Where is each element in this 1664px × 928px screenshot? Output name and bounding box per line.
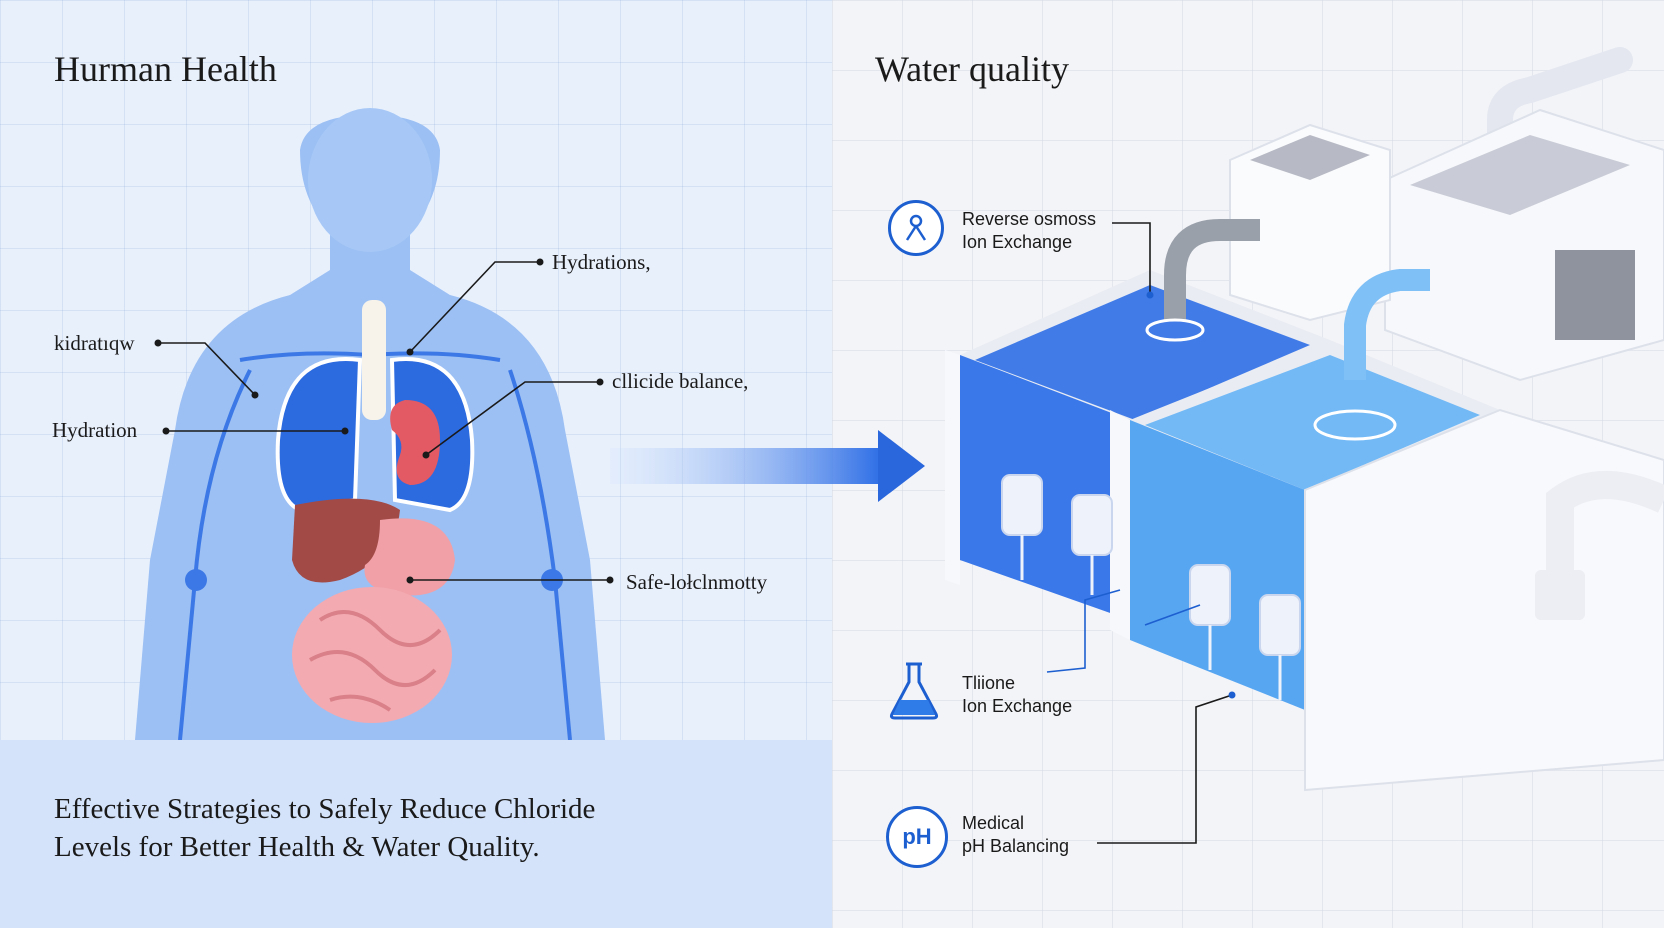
left-lung <box>275 357 363 513</box>
label-hydration: Hydration <box>52 418 138 442</box>
head <box>308 108 432 252</box>
item-reverse-osmosis: Reverse osmoss Ion Exchange <box>962 208 1096 254</box>
reverse-osmosis-icon <box>888 200 944 256</box>
flask-icon <box>886 660 942 727</box>
caption-line-2: Levels for Better Health & Water Quality… <box>54 831 540 863</box>
label-safe: Safe-lołclnmotty <box>626 570 768 594</box>
item-2-line-1: Tliione <box>962 673 1016 693</box>
kidney <box>390 400 440 485</box>
item-1-line-2: Ion Exchange <box>962 232 1073 252</box>
item-3-line-1: Medical <box>962 813 1025 833</box>
item-2-line-2: Ion Exchange <box>962 696 1073 716</box>
ph-icon-text: pH <box>902 824 932 849</box>
water-quality-title: Water quality <box>875 49 1070 89</box>
item-medical-ph: Medical pH Balancing <box>962 812 1069 858</box>
item-tliione: Tliione Ion Exchange <box>962 672 1072 718</box>
human-body-illustration <box>135 108 614 740</box>
label-hydrations: Hydrations, <box>552 250 651 274</box>
body-silhouette <box>135 115 605 740</box>
trachea <box>362 300 386 420</box>
item-3-line-2: pH Balancing <box>962 836 1070 856</box>
label-chloride-balance: cllicide balance, <box>612 369 749 393</box>
caption-text: Effective Strategies to Safely Reduce Ch… <box>54 790 595 866</box>
caption-line-1: Effective Strategies to Safely Reduce Ch… <box>54 793 596 825</box>
human-health-title: Hurman Health <box>54 49 277 89</box>
item-1-line-1: Reverse osmoss <box>962 209 1097 229</box>
intestines <box>292 587 452 723</box>
stomach <box>364 518 455 596</box>
ph-icon: pH <box>886 806 948 868</box>
caption-band <box>0 740 832 928</box>
label-kidratiqw: kidratıqw <box>54 331 135 355</box>
